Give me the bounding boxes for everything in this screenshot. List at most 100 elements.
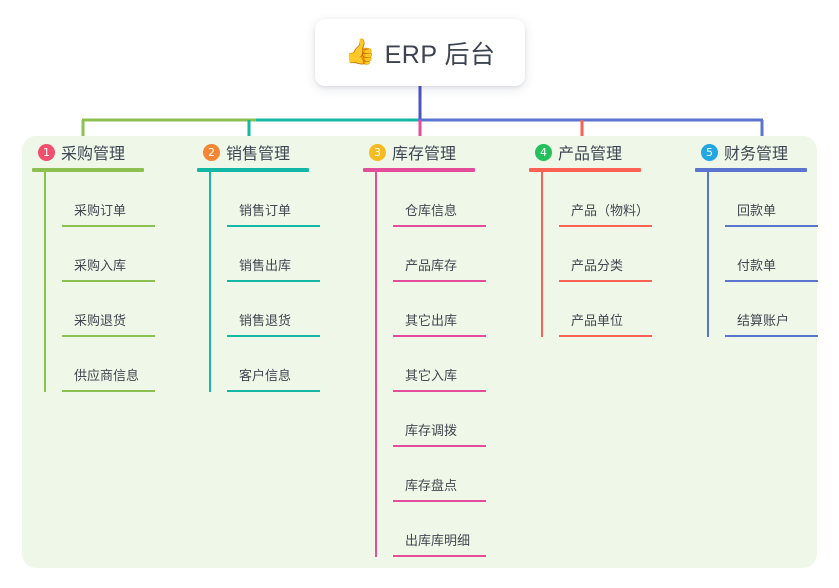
list-item-label: 结算账户 [737,313,790,328]
list-item-rule [62,225,155,227]
column-title: 采购管理 [61,146,126,163]
column-spine [707,172,709,337]
list-item-rule [393,445,486,447]
column-财务管理: 5 财务管理回款单付款单结算账户 [685,136,839,337]
list-item[interactable]: 其它出库 [393,282,513,337]
list-item[interactable]: 出库库明细 [393,502,513,557]
column-spine [209,172,211,392]
column-header-4[interactable]: 4 产品管理 [519,136,679,168]
column-采购管理: 1 采购管理采购订单采购入库采购退货供应商信息 [22,136,182,392]
column-header-1[interactable]: 1 采购管理 [22,136,182,168]
list-item[interactable]: 销售出库 [227,227,347,282]
column-spine [44,172,46,392]
column-items: 销售订单销售出库销售退货客户信息 [209,172,347,392]
column-items: 采购订单采购入库采购退货供应商信息 [44,172,182,392]
thumbs-up-icon: 👍 [344,38,376,66]
list-item-rule [559,335,652,337]
column-header-3[interactable]: 3 库存管理 [353,136,513,168]
column-header-5[interactable]: 5 财务管理 [685,136,839,168]
list-item[interactable]: 库存调拨 [393,392,513,447]
list-item-label: 供应商信息 [74,368,140,383]
list-item-label: 回款单 [737,203,777,218]
column-items: 回款单付款单结算账户 [707,172,839,337]
root-node[interactable]: 👍 ERP 后台 [315,19,525,86]
list-item[interactable]: 付款单 [725,227,839,282]
column-number-badge: 2 [203,143,220,161]
list-item-rule [725,225,818,227]
list-item[interactable]: 供应商信息 [62,337,182,392]
list-item-label: 产品单位 [571,313,624,328]
column-产品管理: 4 产品管理产品（物料） 产品分类产品单位 [519,136,679,337]
list-item-rule [393,500,486,502]
list-item-label: 其它出库 [405,313,458,328]
list-item[interactable]: 结算账户 [725,282,839,337]
column-number-badge: 3 [369,143,386,161]
list-item-rule [393,280,486,282]
list-item-rule [393,225,486,227]
list-item[interactable]: 客户信息 [227,337,347,392]
list-item[interactable]: 其它入库 [393,337,513,392]
list-item[interactable]: 采购订单 [62,172,182,227]
list-item-rule [62,335,155,337]
list-item-label: 出库库明细 [405,533,471,548]
list-item[interactable]: 库存盘点 [393,447,513,502]
list-item[interactable]: 采购退货 [62,282,182,337]
list-item[interactable]: 产品分类 [559,227,679,282]
list-item-rule [227,280,320,282]
list-item-rule [393,555,486,557]
column-items: 产品（物料） 产品分类产品单位 [541,172,679,337]
list-item[interactable]: 销售退货 [227,282,347,337]
columns-container: 1 采购管理采购订单采购入库采购退货供应商信息 2 销售管理销售订单销售出库销售退货客… [22,136,818,568]
list-item-rule [227,390,320,392]
list-item-rule [62,280,155,282]
column-spine [375,172,377,557]
list-item[interactable]: 回款单 [725,172,839,227]
column-number-badge: 4 [535,143,552,161]
list-item[interactable]: 产品库存 [393,227,513,282]
list-item[interactable]: 产品单位 [559,282,679,337]
list-item-rule [725,335,818,337]
list-item[interactable]: 采购入库 [62,227,182,282]
list-item-label: 采购退货 [74,313,127,328]
list-item-rule [559,280,652,282]
list-item-label: 其它入库 [405,368,458,383]
diagram-panel [22,136,817,568]
list-item-label: 付款单 [737,258,777,273]
list-item-label: 销售订单 [239,203,292,218]
column-header-rule [695,168,807,172]
column-header-rule [529,168,641,172]
list-item-rule [227,225,320,227]
column-header-rule [197,168,309,172]
list-item-label: 客户信息 [239,368,292,383]
list-item-label: 销售退货 [239,313,292,328]
column-number-badge: 5 [701,143,718,161]
column-title: 库存管理 [392,146,457,163]
list-item[interactable]: 销售订单 [227,172,347,227]
column-header-rule [363,168,475,172]
column-库存管理: 3 库存管理仓库信息产品库存其它出库其它入库库存调拨库存盘点出库库明细 [353,136,513,557]
list-item-label: 产品库存 [405,258,458,273]
list-item-rule [559,225,652,227]
list-item-label: 采购入库 [74,258,127,273]
list-item-label: 库存调拨 [405,423,458,438]
list-item-label: 产品分类 [571,258,624,273]
list-item-rule [62,390,155,392]
list-item[interactable]: 产品（物料） [559,172,679,227]
list-item-label: 库存盘点 [405,478,458,493]
list-item-rule [725,280,818,282]
column-title: 财务管理 [724,146,789,163]
list-item-rule [227,335,320,337]
column-销售管理: 2 销售管理销售订单销售出库销售退货客户信息 [187,136,347,392]
list-item-label: 销售出库 [239,258,292,273]
list-item[interactable]: 仓库信息 [393,172,513,227]
page-title: ERP 后台 [384,40,496,69]
column-title: 销售管理 [226,146,291,163]
column-header-2[interactable]: 2 销售管理 [187,136,347,168]
list-item-rule [393,390,486,392]
list-item-label: 仓库信息 [405,203,458,218]
list-item-label: 产品（物料） [571,203,650,218]
column-spine [541,172,543,337]
column-title: 产品管理 [558,146,623,163]
column-number-badge: 1 [38,143,55,161]
list-item-label: 采购订单 [74,203,127,218]
